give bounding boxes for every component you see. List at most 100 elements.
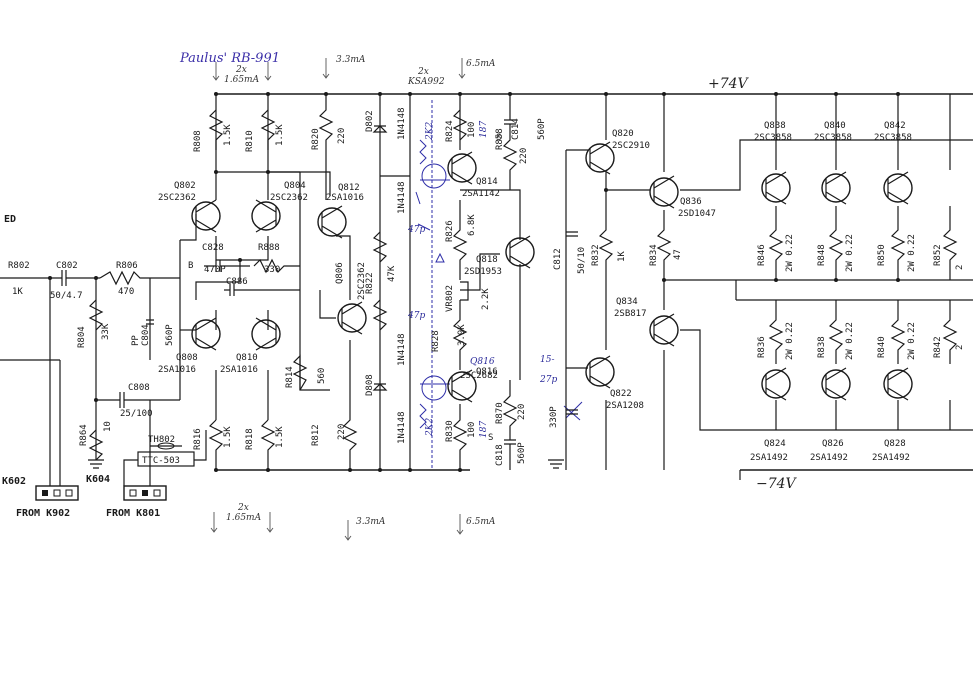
r828-ref: R828 (431, 330, 441, 352)
transistor-q822 (585, 355, 615, 389)
r834-ref: R834 (649, 244, 659, 266)
blue-modifications (415, 100, 583, 470)
r838-ref: R838 (817, 336, 827, 358)
c804-value: 560P (165, 324, 175, 346)
diode-d802 (372, 125, 388, 133)
q808-ref: Q808 (176, 353, 198, 363)
th802-label: TH802 (148, 435, 175, 445)
r858-value: 220 (519, 148, 529, 164)
q818-ref: Q818 (476, 255, 498, 265)
d-top2-type: 1N4148 (397, 181, 407, 214)
q826-ref: Q826 (822, 439, 844, 449)
s-top: S (496, 133, 501, 143)
r804-value: 33K (101, 323, 111, 340)
q812-ref: Q812 (338, 183, 360, 193)
r810-ref: R810 (245, 130, 255, 152)
r826-value: 6.8K (467, 214, 477, 236)
r812-ref: R812 (311, 424, 321, 446)
c886-ref: C886 (226, 277, 248, 287)
q828-type: 2SA1492 (872, 453, 910, 463)
transistor-q834 (649, 313, 679, 347)
r848-value: 2W 0.22 (845, 234, 855, 272)
mod-2k2-bot: 2K2 (425, 418, 435, 437)
connector-k602 (35, 485, 79, 501)
q834-type: 2SB817 (614, 309, 647, 319)
r840-ref: R840 (877, 336, 887, 358)
q834-ref: Q834 (616, 297, 638, 307)
d802-ref: D802 (365, 110, 375, 132)
c804-ref: C804 (141, 324, 151, 346)
r814-ref: R814 (285, 366, 295, 388)
mod-15: 15- (540, 355, 555, 365)
r820-value: 220 (337, 128, 347, 144)
vr802-ref: VR802 (445, 285, 455, 312)
r826-ref: R826 (445, 220, 455, 242)
r864-ref: R864 (79, 424, 89, 446)
r47k-value: 47K (387, 265, 397, 282)
transistor-q816 (447, 369, 477, 403)
c818-value: 560P (517, 442, 527, 464)
r850-value: 2W 0.22 (907, 234, 917, 272)
transistor-q836 (649, 175, 679, 209)
r852-ref: R852 (933, 244, 943, 266)
q802-type: 2SC2362 (158, 193, 196, 203)
q820-type: 2SC2910 (612, 141, 650, 151)
r832-ref: R832 (591, 244, 601, 266)
mod-27p: 27p (539, 375, 557, 385)
r888-ref: R888 (258, 243, 280, 253)
q828-ref: Q828 (884, 439, 906, 449)
transistor-q838 (761, 171, 791, 205)
vas-wiring (292, 94, 411, 470)
q838-ref: Q838 (764, 121, 786, 131)
d-top-type: 1N4148 (397, 107, 407, 140)
q804-ref: Q804 (284, 181, 306, 191)
r842-ref: R842 (933, 336, 943, 358)
d-bot-type: 1N4148 (397, 411, 407, 444)
q840-ref: Q840 (824, 121, 846, 131)
r808-value: 1.5K (223, 124, 233, 146)
q826-type: 2SA1492 (810, 453, 848, 463)
q824-type: 2SA1492 (750, 453, 788, 463)
r818-ref: R818 (245, 428, 255, 450)
s-bot: S (488, 433, 493, 443)
r830-ref: R830 (445, 420, 455, 442)
r858-ref: R858 (495, 128, 505, 150)
r830-value: 100 (467, 422, 477, 438)
input-network (0, 240, 181, 486)
transistor-q826 (821, 367, 851, 401)
current-arrows (210, 58, 466, 541)
output-transistors (761, 171, 913, 401)
q836-ref: Q836 (680, 197, 702, 207)
r834-value: 47 (673, 249, 683, 260)
q838-type: 2SC3858 (754, 133, 792, 143)
c820-value: 330P (549, 406, 559, 428)
bias-wiring (452, 94, 578, 470)
r824-new-value: 187 (479, 121, 489, 138)
r816-ref: R816 (193, 428, 203, 450)
current-annotation-top-mid: 3.3mA (336, 55, 366, 65)
q810-ref: Q810 (236, 353, 258, 363)
current-annotation-bot-mid: 3.3mA (356, 517, 386, 527)
connector-k604 (123, 485, 167, 501)
output-wiring (720, 94, 973, 430)
r804-ref: R804 (77, 326, 87, 348)
r802-ref: R802 (8, 261, 30, 271)
mod-2k2-top: 2K2 (425, 122, 435, 141)
r806-ref: R806 (116, 261, 138, 271)
thermistor-th802 (123, 430, 207, 486)
r888-value: 330 (264, 265, 280, 275)
transistor-q828 (883, 367, 913, 401)
transistor-q818 (505, 235, 535, 269)
q806-ref: Q806 (335, 262, 345, 284)
q842-type: 2SC3858 (874, 133, 912, 143)
r848-ref: R848 (817, 244, 827, 266)
c804-pp: PP (131, 335, 141, 346)
r846-ref: R846 (757, 244, 767, 266)
r828-value: 3.9K (457, 324, 467, 346)
q816-ref: Q816 (476, 367, 498, 377)
mod-47p-b: 47p (407, 311, 425, 321)
left-edge-label: ED (4, 214, 16, 225)
r808-ref: R808 (193, 130, 203, 152)
c814-value: 560P (537, 118, 547, 140)
c808-value: 25/100 (120, 409, 153, 419)
